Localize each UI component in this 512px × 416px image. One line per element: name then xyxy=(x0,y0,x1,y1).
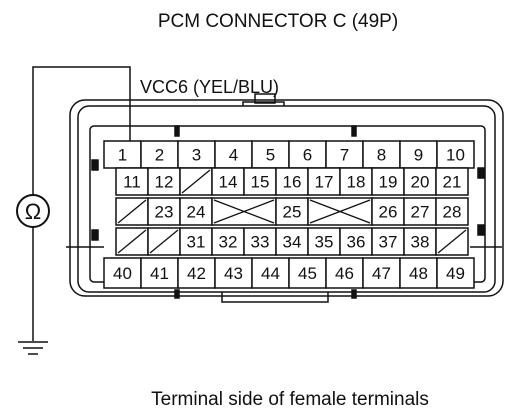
terminal-number: 43 xyxy=(224,264,243,283)
terminal-cell xyxy=(371,227,405,256)
terminal-number: 4 xyxy=(229,146,238,165)
terminal-cell xyxy=(214,257,253,289)
terminal-number: 6 xyxy=(303,146,312,165)
terminal-number: 35 xyxy=(315,233,334,252)
terminal-cell xyxy=(307,227,341,256)
blank-terminal-mark xyxy=(213,199,275,224)
terminal-cell xyxy=(177,257,216,289)
terminal-number: 24 xyxy=(187,203,206,222)
terminal-number: 3 xyxy=(192,146,201,165)
ground-icon xyxy=(18,341,48,355)
terminal-cell xyxy=(325,257,364,289)
blank-terminal-mark xyxy=(117,199,147,224)
terminal-cell xyxy=(251,257,290,289)
terminal-cell xyxy=(211,167,245,196)
terminal-number: 25 xyxy=(283,203,302,222)
terminal-number: 48 xyxy=(409,264,428,283)
terminal-number: 23 xyxy=(155,203,174,222)
terminal-cell xyxy=(179,227,213,256)
terminal-cell xyxy=(371,197,405,226)
terminal-number: 31 xyxy=(187,233,206,252)
terminal-number: 2 xyxy=(155,146,164,165)
terminal-cell xyxy=(435,197,469,226)
terminal-number: 27 xyxy=(411,203,430,222)
terminal-cell xyxy=(325,140,364,169)
terminal-number: 28 xyxy=(443,203,462,222)
terminal-cell xyxy=(435,167,469,196)
terminal-number: 49 xyxy=(446,264,465,283)
terminal-number: 26 xyxy=(379,203,398,222)
terminal-cell xyxy=(436,140,475,169)
terminal-cell xyxy=(103,257,142,289)
terminal-number: 38 xyxy=(411,233,430,252)
terminal-number: 5 xyxy=(266,146,275,165)
terminal-number: 17 xyxy=(315,173,334,192)
blank-terminal-mark xyxy=(437,229,467,254)
terminal-cell xyxy=(243,167,277,196)
terminal-number: 40 xyxy=(113,264,132,283)
terminal-number: 12 xyxy=(155,173,174,192)
terminal-number: 10 xyxy=(446,146,465,165)
terminal-cell xyxy=(339,167,373,196)
blank-terminal-mark xyxy=(309,199,371,224)
terminal-number: 18 xyxy=(347,173,366,192)
diagram-title: PCM CONNECTOR C (49P) xyxy=(158,11,398,32)
blank-terminal-mark xyxy=(149,229,179,254)
terminal-number: 45 xyxy=(298,264,317,283)
terminal-number: 37 xyxy=(379,233,398,252)
terminal-cell xyxy=(275,197,309,226)
terminal-cell xyxy=(399,257,438,289)
terminal-number: 34 xyxy=(283,233,302,252)
blank-terminal-mark xyxy=(117,229,147,254)
blank-terminal-mark xyxy=(181,169,211,194)
terminal-cell xyxy=(147,197,181,226)
probe-wire xyxy=(32,66,131,196)
terminal-number: 14 xyxy=(219,173,238,192)
terminal-cell xyxy=(362,140,401,169)
wire-label: VCC6 (YEL/BLU) xyxy=(140,77,279,97)
terminal-cell xyxy=(371,167,405,196)
terminal-number: 46 xyxy=(335,264,354,283)
terminal-cell xyxy=(403,227,437,256)
terminal-number: 9 xyxy=(414,146,423,165)
terminal-number: 1 xyxy=(118,146,127,165)
caption: Terminal side of female terminals xyxy=(151,389,429,410)
terminal-number: 41 xyxy=(150,264,169,283)
terminal-number: 42 xyxy=(187,264,206,283)
terminal-number: 32 xyxy=(219,233,238,252)
terminal-number: 7 xyxy=(340,146,349,165)
terminal-number: 20 xyxy=(411,173,430,192)
terminal-number: 19 xyxy=(379,173,398,192)
terminal-number: 33 xyxy=(251,233,270,252)
terminal-number: 47 xyxy=(372,264,391,283)
terminal-number: 15 xyxy=(251,173,270,192)
terminal-cell xyxy=(275,167,309,196)
terminal-cell xyxy=(436,257,475,289)
terminal-cell xyxy=(211,227,245,256)
terminal-number: 36 xyxy=(347,233,366,252)
terminal-cell xyxy=(243,227,277,256)
terminal-cell xyxy=(339,227,373,256)
terminal-number: 11 xyxy=(123,173,141,192)
terminal-cell xyxy=(362,257,401,289)
terminal-number: 44 xyxy=(261,264,280,283)
terminal-number: 21 xyxy=(443,173,462,192)
terminal-cell xyxy=(288,257,327,289)
ohm-icon: Ω xyxy=(25,199,41,224)
terminal-cell xyxy=(140,257,179,289)
terminal-number: 8 xyxy=(377,146,386,165)
terminal-number: 16 xyxy=(283,173,302,192)
